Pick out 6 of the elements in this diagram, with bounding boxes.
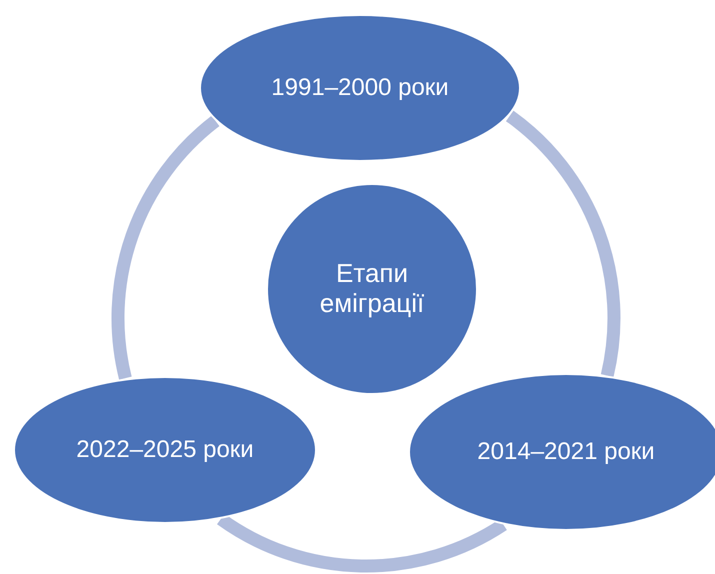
ring-arc [506, 110, 620, 377]
stage-label: Етапи еміграції [318, 259, 426, 319]
ring-arc [112, 116, 220, 380]
stage-label: 2014–2021 роки [477, 438, 655, 466]
stage-label: 1991–2000 роки [271, 74, 449, 102]
stage-label: 2022–2025 роки [76, 436, 254, 464]
